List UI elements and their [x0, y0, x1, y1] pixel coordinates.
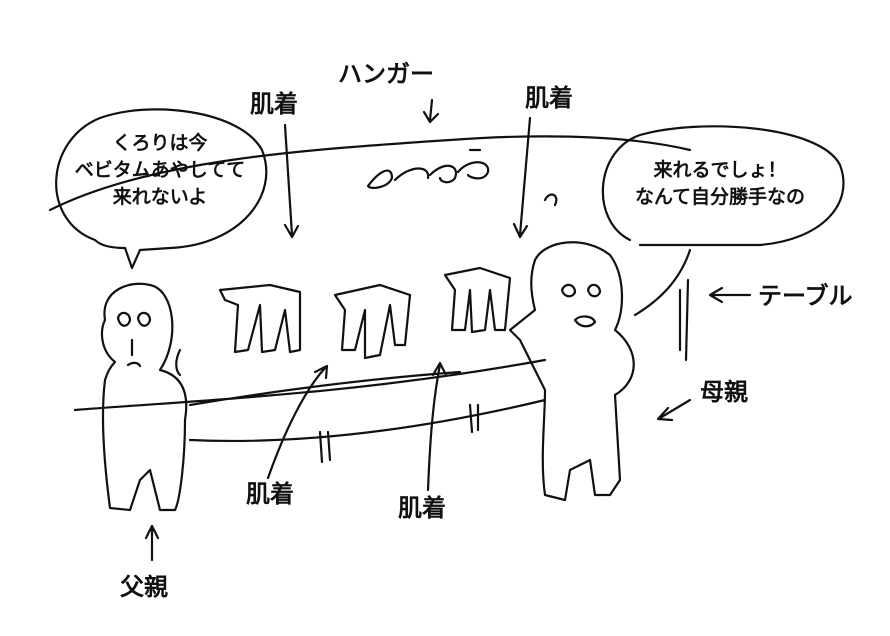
table-outline: [48, 135, 692, 212]
underwear-3: [443, 266, 512, 334]
mother-speech-line: なんて自分勝手なの: [634, 186, 806, 208]
arrow-underwear-top-right: [512, 116, 532, 239]
mother-bubble-outline: [601, 125, 845, 247]
father-speech-line: ベビタムあやしてて: [74, 159, 246, 181]
mother-face: [543, 193, 602, 328]
underwear-1: [218, 283, 302, 354]
father-bubble-outline: [55, 108, 268, 270]
mother-figure: [508, 241, 635, 502]
label-underwear-bottom-left: 肌着: [246, 480, 294, 508]
arrow-underwear-bottom-left: [266, 364, 329, 480]
father-speech-line: くろりは今: [112, 132, 208, 154]
mother-speech-line: 来れるでしょ！: [653, 159, 787, 181]
father-speech: くろりは今 ベビタムあやしてて 来れないよ: [62, 130, 258, 211]
label-underwear-top-left: 肌着: [250, 90, 298, 118]
table-edge: [73, 358, 547, 443]
arrow-hanger: [422, 98, 440, 124]
label-hanger: ハンガー: [338, 60, 434, 88]
father-speech-line: 来れないよ: [112, 186, 208, 208]
arrow-father: [144, 524, 160, 562]
father-figure: [100, 282, 188, 512]
hangers: [366, 148, 490, 189]
table-right-leg: [633, 248, 692, 362]
arrow-mother: [656, 398, 692, 422]
arrow-underwear-top-left: [283, 123, 300, 239]
label-mother: 母親: [700, 378, 748, 406]
table-legs: [318, 403, 480, 464]
arrow-table: [708, 286, 752, 304]
underwear-2: [333, 283, 412, 360]
father-face: [116, 311, 182, 377]
label-underwear-top-right: 肌着: [525, 84, 573, 112]
label-table: テーブル: [758, 282, 853, 310]
label-father: 父親: [120, 573, 168, 601]
mother-speech: 来れるでしょ！ なんて自分勝手なの: [610, 157, 830, 211]
label-underwear-bottom-right: 肌着: [398, 494, 446, 522]
arrow-underwear-bottom-right: [426, 361, 448, 492]
